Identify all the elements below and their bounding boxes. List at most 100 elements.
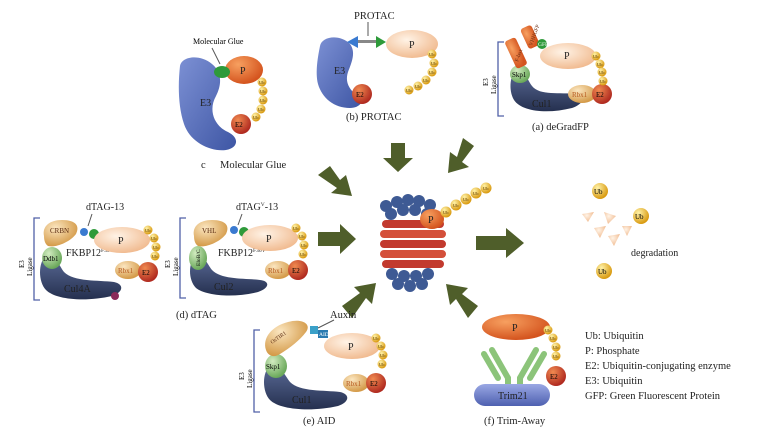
target-protein-f xyxy=(482,314,550,340)
ub-bead-label: Ub xyxy=(463,197,469,202)
rbx1-a xyxy=(568,85,596,103)
e2-label-d1: E2 xyxy=(142,269,150,277)
molecular-glue-blob xyxy=(214,66,230,78)
ub-bead-label: Ub xyxy=(415,84,421,89)
panel-aid: E3 Ligase Cul1 Skp1 OsTIR1 AID Auxin P R… xyxy=(238,310,388,427)
ddb1-label: Ddb1 xyxy=(43,255,59,263)
ub-bead-label: Ub xyxy=(152,254,158,259)
target-protein-c xyxy=(225,56,263,84)
aid-tag xyxy=(318,330,328,338)
cul1-label-e: Cul1 xyxy=(292,395,311,406)
free-ub-1 xyxy=(592,183,608,199)
ligase-label-d2: Ligase xyxy=(172,257,180,276)
fbox-label-a: F-box xyxy=(514,48,524,63)
fragment-1 xyxy=(582,212,594,222)
ub-bead-label: Ub xyxy=(373,336,379,341)
ub-bead-label: Ub xyxy=(599,70,605,75)
proteasome-cap-bottom xyxy=(386,268,434,292)
vhl-label: VHL xyxy=(202,227,216,235)
target-protein-d1 xyxy=(94,227,150,253)
rbx1-e xyxy=(343,374,369,392)
protac-linker xyxy=(358,40,376,43)
e2-a xyxy=(592,84,612,104)
ub-bead-label: Ub xyxy=(429,70,435,75)
skp1-e xyxy=(265,354,287,378)
ub-bead-label: Ub xyxy=(473,191,479,196)
e2-d1 xyxy=(138,262,158,282)
target-protein-center xyxy=(420,209,444,229)
dtagv13-molecule xyxy=(230,226,238,234)
auxin-molecule xyxy=(310,326,318,334)
panel-protac: E3 P PROTAC E2 (b) PROTAC xyxy=(316,11,439,123)
ligase-label-a: Ligase xyxy=(490,75,498,94)
ub-bead-label: Ub xyxy=(597,62,603,67)
ub-bead-label: Ub xyxy=(293,226,299,231)
target-label-f: P xyxy=(512,323,518,334)
e3-label-b: E3 xyxy=(334,66,345,77)
ligase-label-d1: Ligase xyxy=(26,257,34,276)
e3-label-e: E3 xyxy=(238,372,246,380)
fragment-3 xyxy=(594,226,606,238)
ub-bead-label: Ub xyxy=(453,203,459,208)
auxin-pointer xyxy=(317,319,335,329)
e3-label-c: E3 xyxy=(200,98,211,109)
cul1-a xyxy=(510,70,583,112)
proteasome-cap-top xyxy=(380,194,436,220)
degradation-products: Ub Ub Ub degradation xyxy=(582,183,678,279)
ub-bead-label: Ub xyxy=(553,354,559,359)
ub-bead-label: Ub xyxy=(253,115,259,120)
ub-chain-e xyxy=(371,333,388,369)
ostir1 xyxy=(265,320,308,357)
free-ub-1-label: Ub xyxy=(594,188,603,196)
ub-bead-label: Ub xyxy=(423,78,429,83)
ub-bead-label: Ub xyxy=(380,353,386,358)
caption-d: (d) dTAG xyxy=(176,310,217,321)
ub-bead-label: Ub xyxy=(550,336,556,341)
ub-bead-label: Ub xyxy=(431,61,437,66)
ub-bead-label: Ub xyxy=(300,252,306,257)
ub-bead-label: Ub xyxy=(378,344,384,349)
e3-bracket-d2 xyxy=(179,217,186,299)
protac-ligand-left xyxy=(347,36,358,48)
dtagv13-pointer xyxy=(237,213,243,226)
elobc-label: EloB/C xyxy=(196,249,202,266)
ub-bead-label: Ub xyxy=(553,345,559,350)
fragment-4 xyxy=(608,234,620,246)
ub-bead-label: Ub xyxy=(260,98,266,103)
target-label-center: P xyxy=(428,215,434,226)
dtagv13-label: dTAGV-13 xyxy=(236,202,278,213)
panel-dtag-vhl: E3 Ligase Cul2 EloB/C VHL dTAGV-13 FKBP1… xyxy=(164,202,309,321)
legend-e2: E2: Ubiquitin-conjugating enzyme xyxy=(585,361,731,372)
ub-bead-label: Ub xyxy=(429,52,435,57)
ub-bead-label: Ub xyxy=(593,54,599,59)
arrow-from-protac xyxy=(383,143,413,172)
e2-label-d2: E2 xyxy=(292,267,300,275)
fragment-5 xyxy=(622,226,632,236)
ub-bead-label: Ub xyxy=(600,79,606,84)
ligase-label-e: Ligase xyxy=(246,369,254,388)
rbx1-label-d2: Rbx1 xyxy=(268,267,284,275)
proteasome: P xyxy=(380,182,492,292)
free-ub-2-label: Ub xyxy=(635,213,644,221)
arrow-from-degradfp xyxy=(448,138,474,173)
ub-bead-label: Ub xyxy=(406,88,412,93)
legend-gfp: GFP: Green Fluorescent Protein xyxy=(585,391,721,402)
free-ub-2 xyxy=(633,208,649,224)
arrow-from-dtag xyxy=(318,224,356,254)
arrow-from-trim-away xyxy=(446,284,478,318)
legend: Ub: Ubiquitin P: Phosphate E2: Ubiquitin… xyxy=(585,331,731,402)
arrows xyxy=(318,138,524,318)
caption-b: (b) PROTAC xyxy=(346,112,401,123)
panel-molecular-glue: E3 P Molecular Glue E2 c Molecular Glue xyxy=(178,37,287,171)
vhl xyxy=(193,220,228,247)
molecular-glue-label: Molecular Glue xyxy=(193,37,244,46)
ub-bead-label: Ub xyxy=(145,228,151,233)
ub-chain-c xyxy=(251,77,268,122)
e2-label-a: E2 xyxy=(596,91,604,99)
e2-c xyxy=(231,114,251,134)
ddb1 xyxy=(42,247,62,269)
caption-e: (e) AID xyxy=(303,416,336,427)
ub-bead-label: Ub xyxy=(151,236,157,241)
dtag13-pointer xyxy=(87,213,93,227)
